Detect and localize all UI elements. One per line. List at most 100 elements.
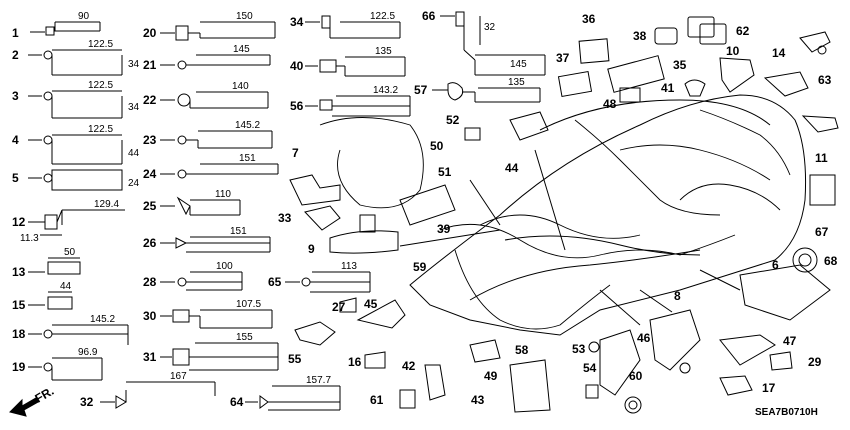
clip-25-icon (176, 196, 191, 216)
callout-number-13: 13 (12, 265, 26, 279)
clip-10-icon (719, 57, 755, 93)
part-label-67: 67 (815, 225, 829, 239)
callout-number-3: 3 (12, 89, 19, 103)
part-label-33: 33 (278, 211, 292, 225)
cover-44-icon (509, 111, 549, 141)
pad-38-icon (654, 27, 678, 45)
dimension-65: 113 (341, 261, 357, 272)
callout-number-57: 57 (414, 83, 428, 97)
bracket-43-icon (424, 364, 446, 401)
part-label-62: 62 (736, 24, 750, 38)
pad-37-icon (557, 70, 593, 98)
grommet-60-icon (624, 396, 642, 414)
clip-28-icon (177, 277, 187, 287)
clip-56-icon (319, 99, 333, 111)
callout-number-56: 56 (290, 99, 304, 113)
part-label-54: 54 (583, 361, 597, 375)
dimension-28: 100 (216, 261, 233, 272)
part-label-42: 42 (402, 359, 416, 373)
clip-63-icon (799, 31, 831, 53)
clip-53-icon (588, 341, 600, 353)
dimension-32: 167 (170, 371, 187, 382)
clip-39-icon (679, 362, 691, 374)
part-label-41: 41 (661, 81, 675, 95)
callout-number-30: 30 (143, 309, 157, 323)
main-harness-wiring (319, 109, 791, 330)
dimension-secondary-4: 44 (128, 148, 140, 159)
part-label-39: 39 (437, 222, 451, 236)
part-label-11: 11 (815, 151, 828, 165)
callout-number-19: 19 (12, 360, 26, 374)
dimension-secondary-5: 24 (128, 178, 140, 189)
dimension-64: 157.7 (306, 375, 331, 386)
dimension-secondary-12: 11.3 (20, 233, 39, 244)
holder-67-icon (809, 174, 836, 206)
part-label-14: 14 (772, 46, 786, 60)
callout-number-31: 31 (143, 350, 157, 364)
diagram-code: SEA7B0710H (755, 407, 818, 418)
callout-number-34: 34 (290, 15, 304, 29)
dimension-secondary-3: 34 (128, 102, 140, 113)
clip-27-icon (339, 297, 357, 313)
clip-23-icon (177, 135, 187, 145)
clip-13-icon (47, 261, 81, 275)
pad-35-icon (607, 55, 665, 93)
dimension-12: 129.4 (94, 199, 119, 210)
dimension-31: 155 (236, 332, 253, 343)
part-label-55: 55 (288, 352, 302, 366)
callout-number-22: 22 (143, 93, 157, 107)
dimension-3: 122.5 (88, 80, 113, 91)
dimension-26: 151 (230, 226, 247, 237)
bracket-7-icon (289, 174, 341, 206)
dimension-24: 151 (239, 153, 256, 164)
clip-34-icon (321, 15, 331, 29)
part-label-51: 51 (438, 165, 452, 179)
dimension-secondary-2: 34 (128, 59, 140, 70)
clip-66-icon (455, 11, 465, 27)
part-label-68: 68 (824, 254, 838, 268)
part-label-35: 35 (673, 58, 687, 72)
part-label-53: 53 (572, 342, 586, 356)
callout-number-15: 15 (12, 298, 26, 312)
bracket-49-icon (509, 359, 551, 413)
clip-54-icon (585, 384, 599, 399)
screw-40-icon (319, 59, 337, 73)
callout-number-40: 40 (290, 59, 304, 73)
part-label-47: 47 (783, 334, 797, 348)
clip-32-icon (115, 395, 127, 409)
part-label-45: 45 (364, 297, 378, 311)
bracket-6-icon (739, 264, 831, 321)
callout-number-20: 20 (143, 26, 157, 40)
callout-number-12: 12 (12, 215, 26, 229)
part-label-37: 37 (556, 51, 570, 65)
part-label-7: 7 (292, 146, 299, 160)
part-label-52: 52 (446, 113, 460, 127)
dimension-19: 96.9 (78, 347, 98, 358)
part-label-10: 10 (726, 44, 740, 58)
part-label-44: 44 (505, 161, 519, 175)
clip-57-icon (447, 82, 464, 101)
dimension-2: 122.5 (88, 39, 113, 50)
dimension-secondary-66: 32 (484, 22, 496, 33)
bracket-46-icon (599, 329, 641, 396)
grommet-68-icon (792, 247, 818, 273)
dimension-66: 145 (510, 59, 527, 70)
clip-12-icon (44, 214, 58, 230)
part-label-36: 36 (582, 12, 596, 26)
part-label-17: 17 (762, 381, 776, 395)
part-label-8: 8 (674, 289, 681, 303)
part-label-43: 43 (471, 393, 485, 407)
clip-58-icon (469, 339, 501, 363)
clip-20-icon (175, 25, 189, 41)
clip-1-icon (45, 26, 55, 36)
bracket-55-icon (294, 321, 336, 346)
clip-16-icon (364, 351, 386, 369)
callout-number-25: 25 (143, 199, 157, 213)
part-label-48: 48 (603, 97, 617, 111)
car-body-outline (409, 94, 807, 336)
dimension-34: 122.5 (370, 11, 395, 22)
clip-19-icon (43, 362, 53, 372)
